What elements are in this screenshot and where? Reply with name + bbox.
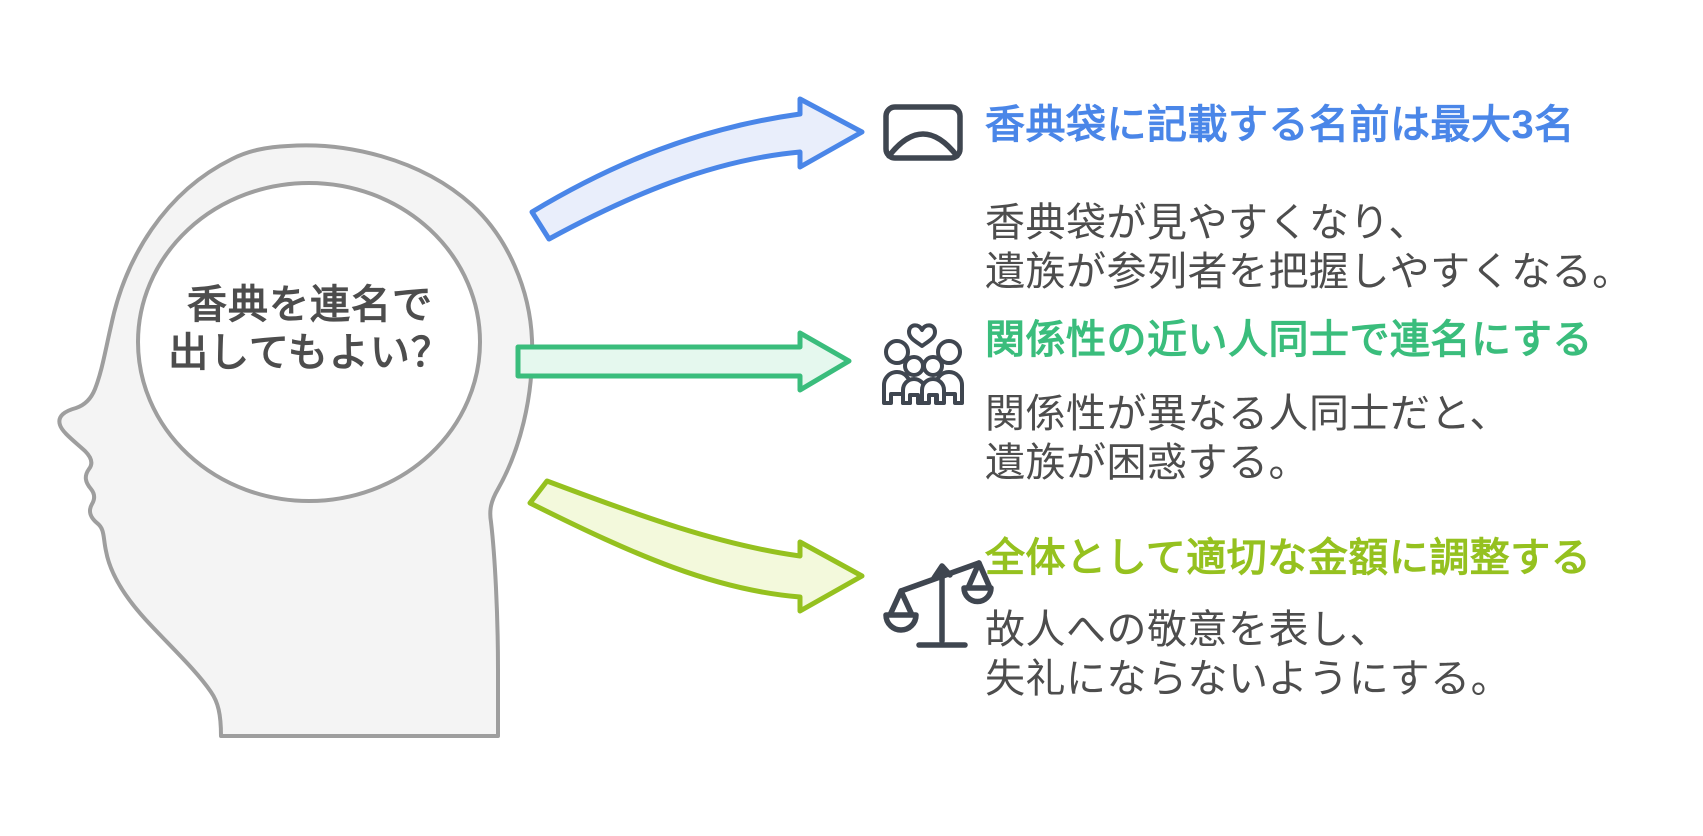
item-2-desc-line1: 関係性が異なる人同士だと、	[985, 392, 1510, 436]
item-1-title: 香典袋に記載する名前は最大3名	[985, 103, 1575, 147]
item-2-description: 関係性が異なる人同士だと、 遺族が困惑する。	[985, 390, 1510, 488]
item-1-desc-line2: 遺族が参列者を把握しやすくなる。	[985, 250, 1633, 294]
thought-circle	[136, 181, 482, 503]
item-3-title: 全体として適切な金額に調整する	[985, 536, 1592, 580]
item-2-title: 関係性の近い人同士で連名にする	[985, 318, 1593, 362]
item-3-desc-line1: 故人への敬意を表し、	[985, 608, 1390, 652]
item-3-description: 故人への敬意を表し、 失礼にならないようにする。	[985, 606, 1511, 704]
head-question-line1: 香典を連名で	[187, 283, 433, 327]
balance-scale-icon	[883, 560, 994, 648]
family-heart-icon	[882, 323, 964, 405]
head-question: 香典を連名で 出してもよい？	[129, 281, 491, 377]
item-2-desc-line2: 遺族が困惑する。	[985, 441, 1309, 485]
item-1-description: 香典袋が見やすくなり、 遺族が参列者を把握しやすくなる。	[985, 199, 1633, 297]
koden-envelope-icon	[883, 104, 963, 161]
item-1-desc-line1: 香典袋が見やすくなり、	[985, 201, 1429, 245]
head-question-line2: 出してもよい？	[168, 331, 452, 375]
item-3-desc-line2: 失礼にならないようにする。	[985, 657, 1512, 701]
arrow-to-item-2	[515, 330, 852, 393]
arrow-to-item-1	[529, 96, 865, 242]
arrow-to-item-3	[527, 478, 865, 614]
